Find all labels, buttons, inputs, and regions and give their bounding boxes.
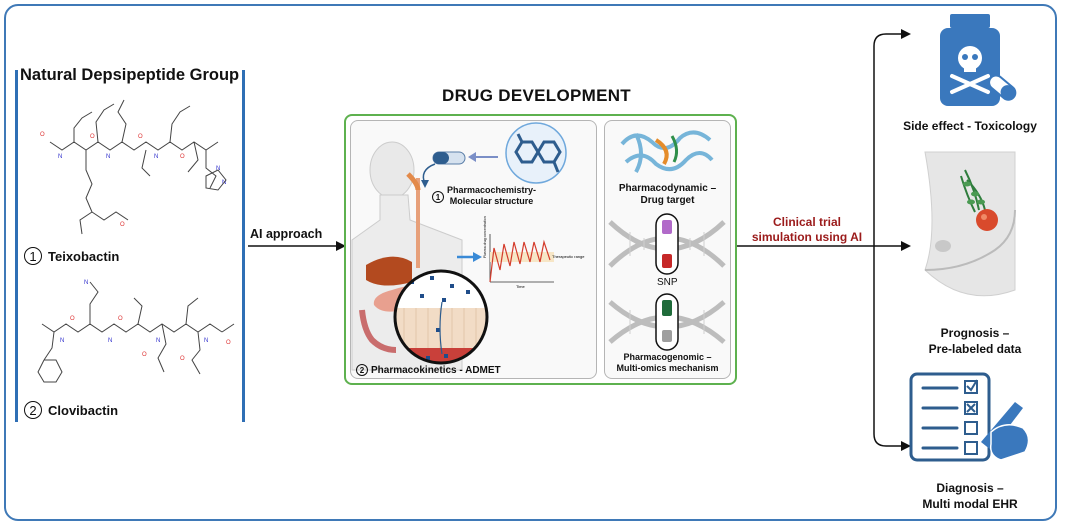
breast-tumor-icon: [924, 151, 1016, 297]
svg-text:O: O: [120, 222, 125, 228]
clovibactin-structure: N N N N N O O O O O: [37, 280, 235, 383]
svg-text:O: O: [40, 132, 45, 138]
capsule-icon: [432, 151, 466, 165]
svg-text:N: N: [156, 338, 160, 344]
curved-arrow-icon: [421, 163, 436, 188]
svg-text:O: O: [118, 316, 123, 322]
pharmacochemistry-line1: Pharmacochemistry-: [447, 185, 537, 195]
svg-text:O: O: [70, 316, 75, 322]
clinical-trial-label: Clinical trial simulation using AI: [742, 215, 872, 245]
svg-text:N: N: [154, 154, 158, 160]
toxicology-label: Side effect - Toxicology: [903, 119, 1037, 133]
diagnosis-line2: Multi modal EHR: [922, 497, 1018, 511]
intestine-magnifier-icon: [393, 269, 489, 365]
branch-arrows: [737, 29, 911, 451]
pharmacogenomic-line1: Pharmacogenomic –: [623, 352, 712, 362]
number-badge: 1: [24, 247, 42, 265]
ai-approach-label: AI approach: [250, 227, 323, 241]
dna-strand-bottom-icon: [608, 293, 726, 351]
pk-arrow-icon: [457, 252, 482, 262]
svg-text:O: O: [138, 134, 143, 140]
clovibactin-label: 2 Clovibactin: [24, 401, 118, 419]
number-badge: 2: [356, 364, 368, 376]
ai-approach-arrow: [248, 241, 346, 251]
teixobactin-label: 1 Teixobactin: [24, 247, 119, 265]
pharmacokinetics-text: Pharmacokinetics - ADMET: [371, 364, 501, 376]
pk-graph-xlabel: Time: [516, 284, 526, 289]
svg-text:N: N: [108, 338, 112, 344]
right-divider-line: [242, 70, 245, 422]
drug-development-title: DRUG DEVELOPMENT: [442, 86, 631, 105]
diagnosis-line1: Diagnosis –: [936, 481, 1004, 495]
svg-text:O: O: [142, 352, 147, 358]
prognosis-line1: Prognosis –: [940, 326, 1010, 340]
svg-text:N: N: [60, 338, 64, 344]
ehr-clipboard-icon: [909, 372, 1030, 462]
teixobactin-name: Teixobactin: [48, 248, 120, 264]
svg-text:N: N: [106, 154, 110, 160]
prognosis-line2: Pre-labeled data: [928, 342, 1022, 356]
molecule-arrow-icon: [468, 152, 498, 162]
depsipeptide-group-title: Natural Depsipeptide Group: [20, 66, 240, 84]
left-divider-line: [15, 70, 18, 422]
number-badge: 1: [432, 191, 444, 203]
number-badge: 2: [24, 401, 42, 419]
svg-text:O: O: [180, 356, 185, 362]
pk-graph-ylabel: Plasma drug concentration: [483, 216, 487, 258]
snp-label: SNP: [657, 277, 678, 288]
svg-text:O: O: [180, 154, 185, 160]
pharmacogenomic-label: Pharmacogenomic – Multi-omics mechanism: [608, 352, 727, 374]
pk-concentration-graph: Plasma drug concentration Time Therapeut…: [483, 216, 585, 289]
pharmacodynamic-label: Pharmacodynamic – Drug target: [610, 183, 725, 207]
svg-text:N: N: [84, 280, 88, 286]
dna-strand-top-icon: [608, 213, 726, 275]
pharmacokinetics-label: 2 Pharmacokinetics - ADMET: [356, 364, 501, 376]
svg-text:O: O: [226, 340, 231, 346]
pharmacochemistry-line2: Molecular structure: [449, 196, 534, 206]
pharmacodynamic-line2: Drug target: [640, 195, 695, 206]
svg-text:N: N: [58, 154, 62, 160]
outer-frame: [4, 4, 1057, 521]
svg-text:N: N: [216, 166, 220, 172]
clinical-line2: simulation using AI: [751, 230, 863, 244]
prognosis-label: Prognosis – Pre-labeled data: [920, 325, 1030, 357]
drug-development-box: [344, 114, 737, 385]
clinical-line1: Clinical trial: [772, 215, 842, 229]
pharmacodynamic-line1: Pharmacodynamic –: [618, 183, 717, 194]
pk-graph-range-label: Therapeutic range: [552, 254, 585, 259]
pharmacogenomic-line2: Multi-omics mechanism: [616, 363, 719, 373]
svg-text:N: N: [204, 338, 208, 344]
svg-text:O: O: [90, 134, 95, 140]
molecule-icon: [505, 122, 567, 184]
pharmacochemistry-label: 1 Pharmacochemistry- Molecular structure: [432, 185, 552, 207]
clovibactin-name: Clovibactin: [48, 402, 119, 418]
diagnosis-label: Diagnosis – Multi modal EHR: [910, 480, 1030, 512]
toxicology-bottle-icon: [940, 14, 1017, 106]
protein-structure-icon: [620, 130, 714, 173]
